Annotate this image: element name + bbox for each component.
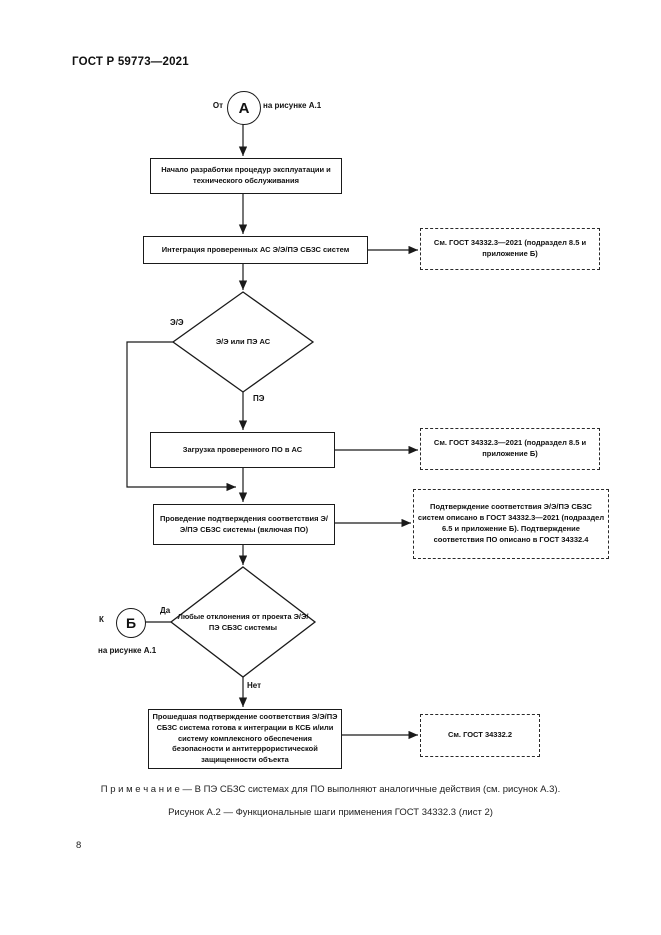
ref-load-software: См. ГОСТ 34332.3—2021 (подраздел 8.5 и п… — [420, 428, 600, 470]
connector-a-circle: А — [227, 91, 261, 125]
to-label: К — [99, 615, 104, 624]
node-load-software: Загрузка проверенного ПО в АС — [150, 432, 335, 468]
node-integration: Интеграция проверенных АС Э/Э/ПЭ СБЗС си… — [143, 236, 368, 264]
ref-final: См. ГОСТ 34332.2 — [420, 714, 540, 757]
branch-ee-line — [126, 341, 236, 492]
branch-pe-label: ПЭ — [253, 394, 265, 403]
ref-conformity: Подтверждение соответствия Э/Э/ПЭ СБЗС с… — [413, 489, 609, 559]
decision-ee-or-pe-shape — [171, 291, 315, 393]
decision-deviation-label: Любые отклонения от проекта Э/Э/ПЭ СБЗС … — [177, 611, 309, 632]
figure-caption: Рисунок А.2 — Функциональные шаги примен… — [168, 807, 493, 818]
node-conformity: Проведение подтверждения соответствия Э/… — [153, 504, 335, 545]
figure-note: П р и м е ч а н и е — В ПЭ СБЗС системах… — [100, 784, 561, 795]
ref-integration: См. ГОСТ 34332.3—2021 (подраздел 8.5 и п… — [420, 228, 600, 270]
decision-deviation-shape — [169, 566, 317, 678]
node-final: Прошедшая подтверждение соответствия Э/Э… — [148, 709, 342, 769]
branch-ee-label: Э/Э — [170, 318, 184, 327]
document-header: ГОСТ Р 59773—2021 — [72, 56, 189, 68]
branch-yes-label: Да — [160, 606, 171, 615]
connector-b-ref: на рисунке А.1 — [98, 646, 157, 655]
connector-b-letter: Б — [125, 615, 137, 631]
connector-a-letter: А — [238, 99, 250, 117]
from-label: От — [212, 101, 223, 110]
connector-a-ref: на рисунке А.1 — [263, 101, 322, 110]
node-start: Начало разработки процедур эксплуатации … — [150, 158, 342, 194]
decision-ee-or-pe-label: Э/Э или ПЭ АС — [215, 337, 271, 347]
page-number: 8 — [76, 840, 82, 851]
branch-no-label: Нет — [247, 681, 262, 690]
connector-b-circle: Б — [116, 608, 146, 638]
